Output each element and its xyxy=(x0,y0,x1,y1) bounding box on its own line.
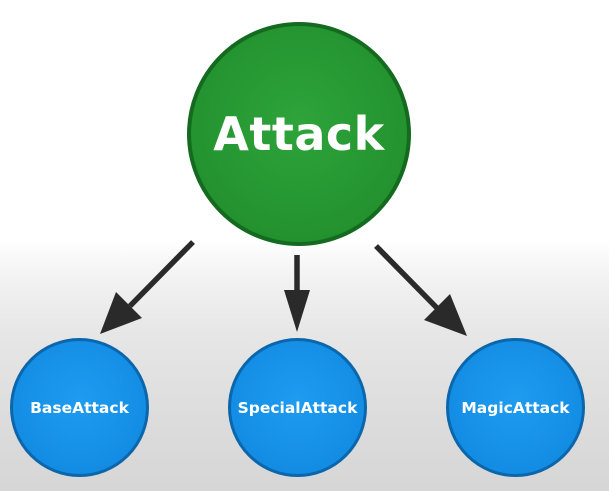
arrow-to-magic-attack xyxy=(374,244,467,336)
special-attack-node-label: SpecialAttack xyxy=(237,398,358,417)
magic-attack-node-label: MagicAttack xyxy=(461,398,570,417)
arrow-to-base-attack xyxy=(100,240,195,334)
attack-node: Attack xyxy=(187,22,411,246)
base-attack-node: BaseAttack xyxy=(10,338,149,477)
special-attack-node: SpecialAttack xyxy=(228,338,367,477)
magic-attack-node: MagicAttack xyxy=(446,338,585,477)
arrow-to-special-attack xyxy=(284,255,310,332)
base-attack-node-label: BaseAttack xyxy=(30,398,129,417)
attack-node-label: Attack xyxy=(213,107,385,161)
